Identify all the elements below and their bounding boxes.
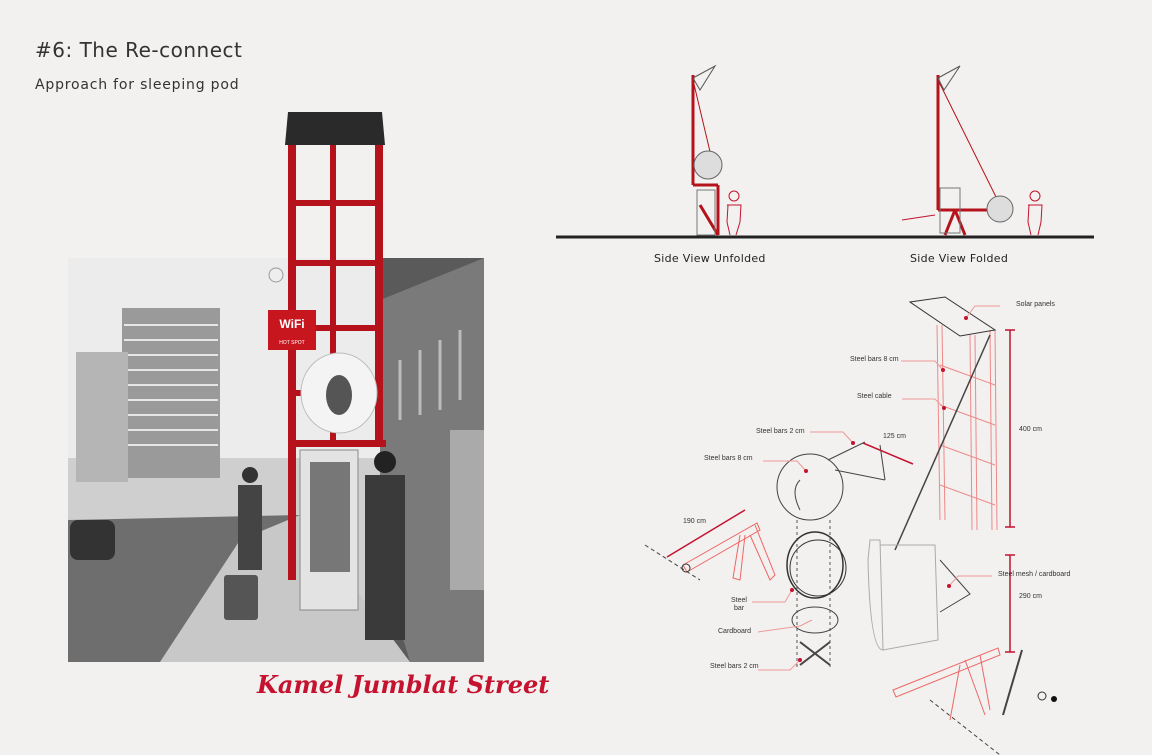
wifi-sign-subtitle: HOT SPOT — [279, 340, 304, 346]
dimension-125cm: 125 cm — [883, 433, 906, 440]
callout-steel-bars-2cm-bottom: Steel bars 2 cm — [710, 663, 759, 670]
dimension-190cm: 190 cm — [683, 518, 706, 525]
callout-steel-bar-line2: bar — [734, 605, 745, 612]
callout-steel-bars-2cm-top: Steel bars 2 cm — [756, 428, 805, 435]
callout-steel-cable: Steel cable — [857, 393, 892, 400]
page-title: #6: The Re-connect — [35, 38, 243, 62]
side-view-unfolded-label: Side View Unfolded — [654, 252, 766, 265]
callout-steel-bars-8cm-tower: Steel bars 8 cm — [850, 356, 899, 363]
callout-solar-panels: Solar panels — [1016, 301, 1055, 308]
callout-steel-bar-line1: Steel — [731, 597, 747, 604]
dimension-290cm: 290 cm — [1019, 593, 1042, 600]
wifi-sign-title: WiFi — [279, 317, 304, 331]
callout-steel-bars-8cm-sphere: Steel bars 8 cm — [704, 455, 753, 462]
side-view-folded-label: Side View Folded — [910, 252, 1009, 265]
street-name-caption: Kamel Jumblat Street — [257, 670, 550, 699]
dimension-400cm: 400 cm — [1019, 426, 1042, 433]
callout-cardboard: Cardboard — [718, 628, 752, 635]
page-subtitle: Approach for sleeping pod — [35, 77, 240, 93]
callout-steel-mesh-cardboard: Steel mesh / cardboard — [998, 571, 1071, 578]
